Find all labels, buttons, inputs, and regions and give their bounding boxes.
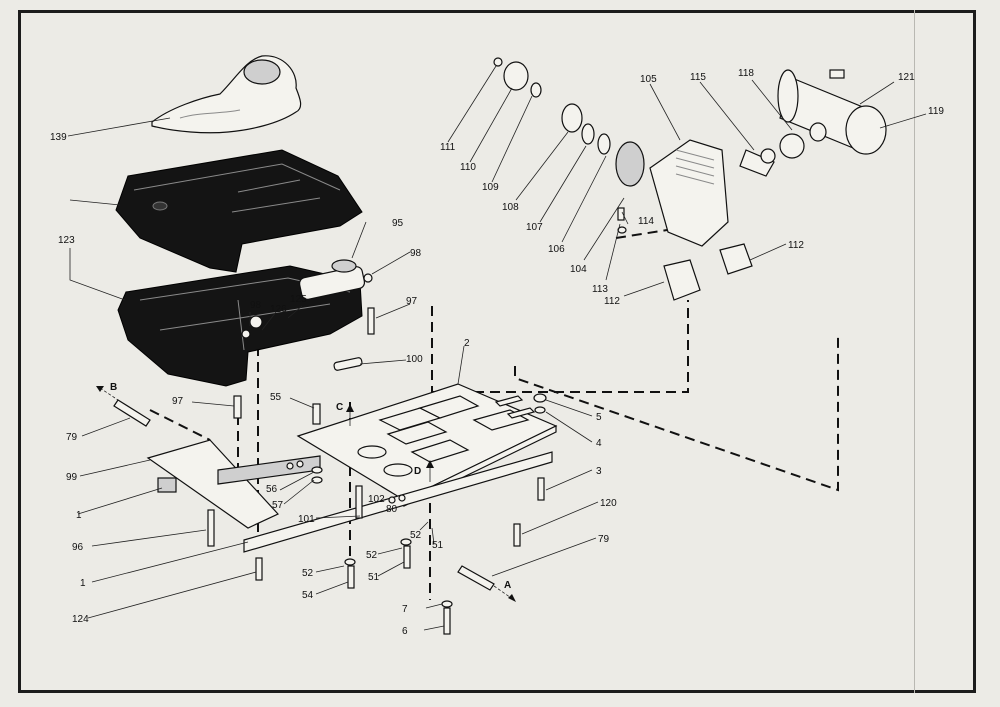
callout-118: 118 bbox=[738, 68, 754, 79]
callout-100: 100 bbox=[406, 354, 423, 365]
callout-79: 79 bbox=[66, 432, 78, 443]
callout-121: 121 bbox=[898, 72, 915, 83]
callout-96: 96 bbox=[72, 542, 84, 553]
callout-54: 54 bbox=[302, 590, 314, 601]
callout-115: 115 bbox=[690, 72, 706, 83]
callout-102: 102 bbox=[368, 494, 385, 505]
callout-6: 6 bbox=[402, 626, 408, 637]
callout-4: 4 bbox=[596, 438, 602, 449]
callout-97-b: 97 bbox=[172, 396, 184, 407]
callout-112-b: 112 bbox=[788, 240, 804, 251]
marker-c: C bbox=[336, 402, 343, 413]
callout-1: 1 bbox=[76, 510, 82, 521]
callout-57: 57 bbox=[272, 500, 284, 511]
callout-52-c: 52 bbox=[302, 568, 314, 579]
callout-98-b: 98 bbox=[250, 300, 262, 311]
filler-assembly-95 bbox=[241, 259, 373, 339]
callout-79-b: 79 bbox=[598, 534, 610, 545]
callout-119: 119 bbox=[928, 106, 944, 117]
marker-a: A bbox=[504, 580, 511, 591]
arrow-c-icon bbox=[346, 404, 354, 412]
callout-51-b: 51 bbox=[368, 572, 380, 583]
callout-105: 105 bbox=[640, 74, 657, 85]
fuel-nipples-79 bbox=[113, 399, 495, 591]
direction-markers bbox=[96, 386, 516, 602]
callout-95: 95 bbox=[392, 218, 404, 229]
callout-80: 80 bbox=[386, 504, 398, 515]
callout-5: 5 bbox=[596, 412, 602, 423]
callout-108: 108 bbox=[502, 202, 519, 213]
callout-107: 107 bbox=[526, 222, 543, 233]
muffler-part-121 bbox=[739, 69, 887, 177]
dowel-97-b bbox=[367, 307, 375, 335]
bolts-and-screws bbox=[207, 307, 547, 635]
callout-106: 106 bbox=[548, 244, 565, 255]
callout-7: 7 bbox=[402, 604, 408, 615]
callout-98: 98 bbox=[410, 248, 422, 259]
callout-52-b: 52 bbox=[366, 550, 378, 561]
callout-124: 124 bbox=[72, 614, 89, 625]
callout-139: 139 bbox=[50, 132, 67, 143]
tank-lid-part-123 bbox=[115, 149, 363, 273]
callout-labels: 139 123 95 98 98 126 125 97 100 2 55 97 … bbox=[50, 68, 944, 637]
callout-52: 52 bbox=[410, 530, 422, 541]
callout-1-b: 1 bbox=[80, 578, 86, 589]
marker-b: B bbox=[110, 382, 117, 393]
dowel-97 bbox=[233, 395, 242, 419]
callout-101: 101 bbox=[298, 514, 315, 525]
callout-97: 97 bbox=[406, 296, 418, 307]
callout-56: 56 bbox=[266, 484, 278, 495]
motor-mounts-112 bbox=[663, 243, 753, 301]
arrow-b-icon bbox=[96, 386, 104, 392]
callout-55: 55 bbox=[270, 392, 282, 403]
callout-3: 3 bbox=[596, 466, 602, 477]
callout-110: 110 bbox=[460, 162, 476, 173]
page-fold-line bbox=[914, 10, 915, 693]
callout-125: 125 bbox=[290, 294, 307, 305]
callout-51: 51 bbox=[432, 540, 444, 551]
rails-part-1 bbox=[146, 439, 553, 553]
callout-126: 126 bbox=[270, 304, 287, 315]
cowl-part-139 bbox=[151, 55, 302, 134]
callout-2: 2 bbox=[464, 338, 470, 349]
marker-d: D bbox=[414, 466, 421, 477]
callout-123: 123 bbox=[58, 235, 75, 246]
tank-base bbox=[117, 265, 363, 387]
arrow-d-icon bbox=[426, 460, 434, 468]
arrow-a-icon bbox=[508, 594, 516, 602]
callout-111: 111 bbox=[440, 142, 456, 153]
callout-120: 120 bbox=[600, 498, 617, 509]
callout-113: 113 bbox=[592, 284, 608, 295]
callout-114: 114 bbox=[638, 216, 654, 227]
callout-99: 99 bbox=[66, 472, 78, 483]
engine-part-105 bbox=[493, 57, 729, 247]
drawing-border bbox=[18, 10, 976, 693]
callout-112: 112 bbox=[604, 296, 620, 307]
callout-109: 109 bbox=[482, 182, 499, 193]
callout-104: 104 bbox=[570, 264, 587, 275]
callout-leaders bbox=[67, 65, 927, 631]
